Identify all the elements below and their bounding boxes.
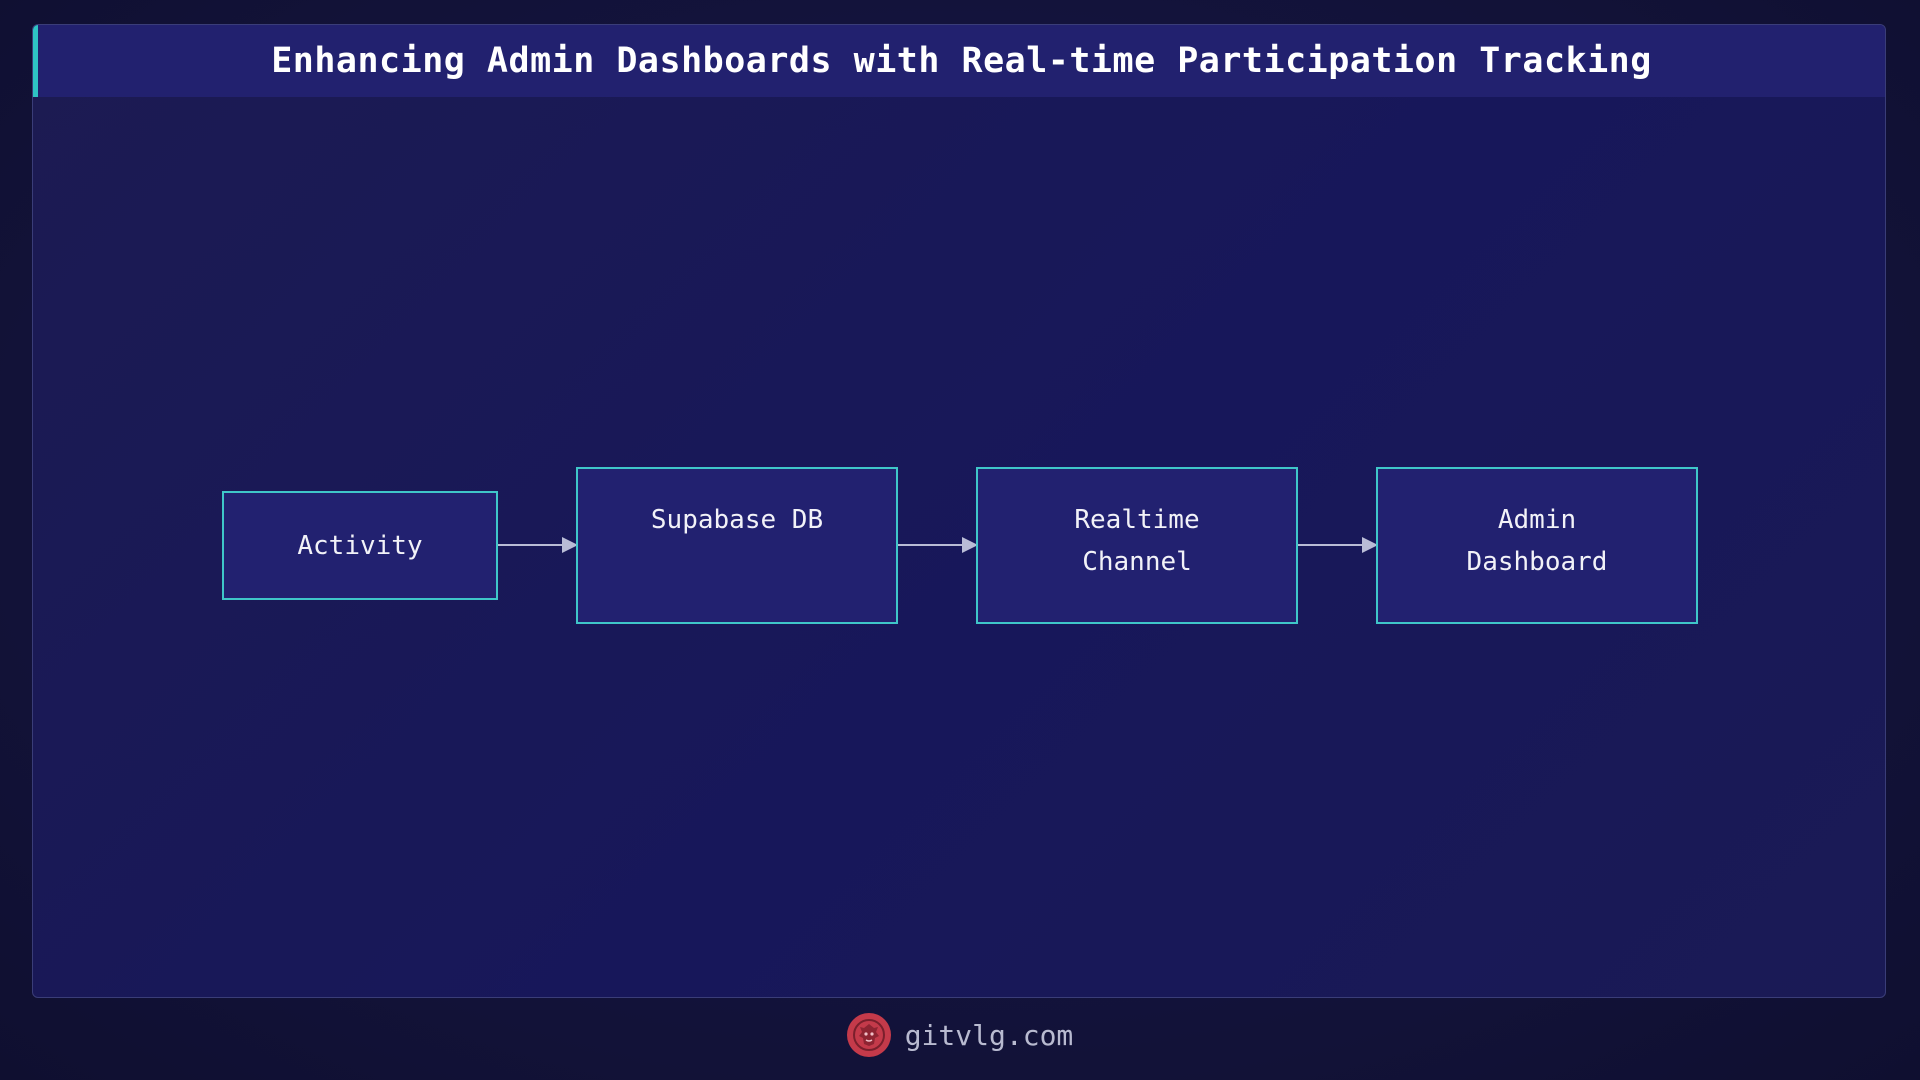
node-supabase-db[interactable]: Supabase DB	[576, 467, 898, 624]
node-admin-dashboard[interactable]: Admin Dashboard	[1376, 467, 1698, 624]
node-realtime-channel[interactable]: Realtime Channel	[976, 467, 1298, 624]
node-activity[interactable]: Activity	[222, 491, 498, 600]
page-title: Enhancing Admin Dashboards with Real-tim…	[271, 41, 1652, 81]
footer: gitvlg.com	[0, 1010, 1920, 1060]
lion-logo-icon[interactable]	[846, 1013, 891, 1057]
title-bar: Enhancing Admin Dashboards with Real-tim…	[33, 25, 1885, 97]
footer-site-link[interactable]: gitvlg.com	[904, 1018, 1074, 1052]
